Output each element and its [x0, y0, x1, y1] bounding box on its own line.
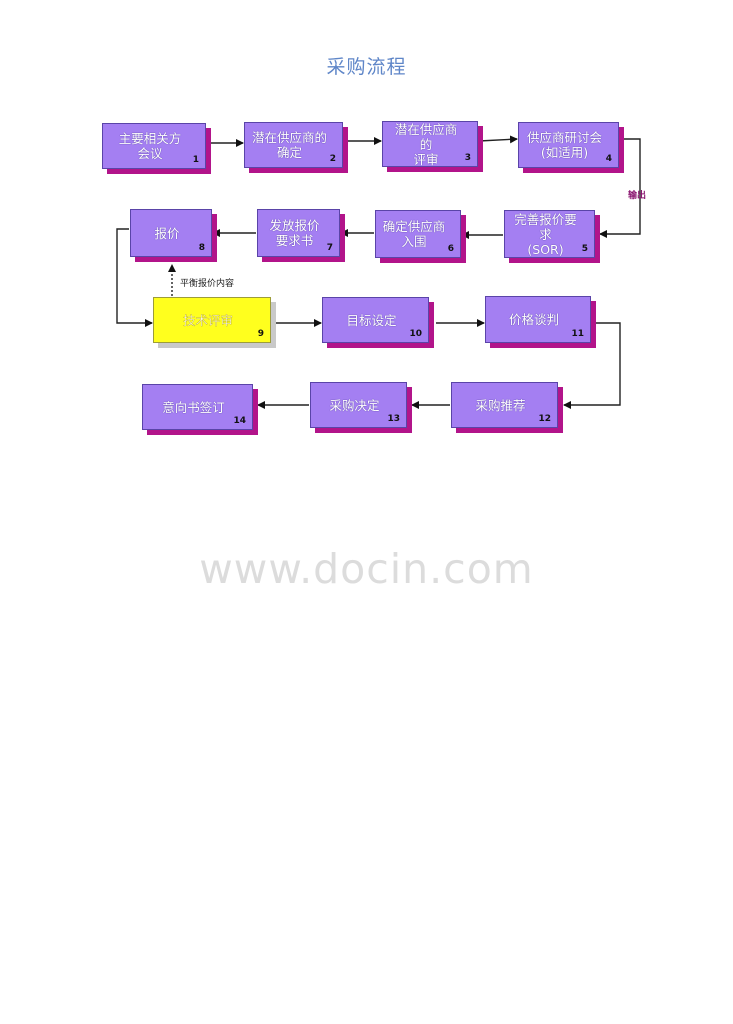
step-label: 采购决定 [329, 397, 380, 413]
page-title: 采购流程 [326, 56, 407, 78]
balance-quote-label: 平衡报价内容 [180, 279, 235, 289]
step-label: 价格谈判 [508, 312, 559, 327]
step-number: 5 [581, 244, 588, 254]
step-label: 主要相关方 会议 [118, 131, 182, 161]
step-box-12[interactable]: 采购推荐 12 [451, 382, 558, 428]
step-number: 9 [257, 329, 264, 339]
arrow-11-12 [563, 322, 621, 409]
step-number: 1 [192, 155, 199, 165]
step-number: 8 [198, 243, 205, 253]
step-number: 7 [326, 243, 333, 253]
step-label: 潜在供应商的 确定 [251, 130, 327, 160]
step-number: 13 [387, 414, 400, 424]
step-box-13[interactable]: 采购决定 13 [310, 382, 407, 428]
step-box-5[interactable]: 完善报价要求 (SOR) 5 [504, 210, 595, 258]
step-box-11[interactable]: 价格谈判 11 [485, 296, 591, 343]
step-box-7[interactable]: 发放报价 要求书 7 [257, 209, 340, 257]
arrow-8-9 [116, 228, 153, 327]
step-number: 6 [447, 244, 454, 254]
output-label: 输出 [628, 191, 647, 201]
step-label: 技术评审 [182, 312, 233, 328]
step-label: 意向书签订 [162, 399, 225, 415]
step-box-6[interactable]: 确定供应商 入围 6 [375, 210, 461, 258]
step-number: 11 [571, 329, 584, 339]
step-label: 完善报价要求 (SOR) [514, 211, 577, 257]
step-number: 4 [605, 154, 612, 164]
watermark: www.docin.com [199, 545, 534, 593]
step-number: 12 [538, 414, 551, 424]
step-box-14[interactable]: 意向书签订 14 [142, 384, 253, 430]
step-label: 确定供应商 入围 [382, 219, 446, 249]
arrow-4-5 [599, 138, 641, 238]
step-number: 14 [233, 416, 246, 426]
step-label: 供应商研讨会 (如适用) [526, 130, 602, 160]
step-box-1[interactable]: 主要相关方 会议 1 [102, 123, 206, 169]
step-label: 发放报价 要求书 [269, 218, 320, 248]
step-box-2[interactable]: 潜在供应商的 确定 2 [244, 122, 343, 168]
step-box-3[interactable]: 潜在供应商的 评审 3 [382, 121, 478, 167]
arrow-3-4 [478, 135, 518, 144]
step-label: 目标设定 [346, 312, 397, 328]
step-number: 2 [329, 154, 336, 164]
step-box-9-highlighted[interactable]: 技术评审 9 [153, 297, 271, 343]
step-label: 报价 [154, 225, 180, 241]
step-number: 10 [409, 329, 422, 339]
step-label: 潜在供应商的 评审 [394, 121, 458, 167]
step-box-8[interactable]: 报价 8 [130, 209, 212, 257]
step-label: 采购推荐 [475, 397, 526, 413]
step-box-10[interactable]: 目标设定 10 [322, 297, 429, 343]
step-number: 3 [464, 153, 471, 163]
step-box-4[interactable]: 供应商研讨会 (如适用) 4 [518, 122, 619, 168]
